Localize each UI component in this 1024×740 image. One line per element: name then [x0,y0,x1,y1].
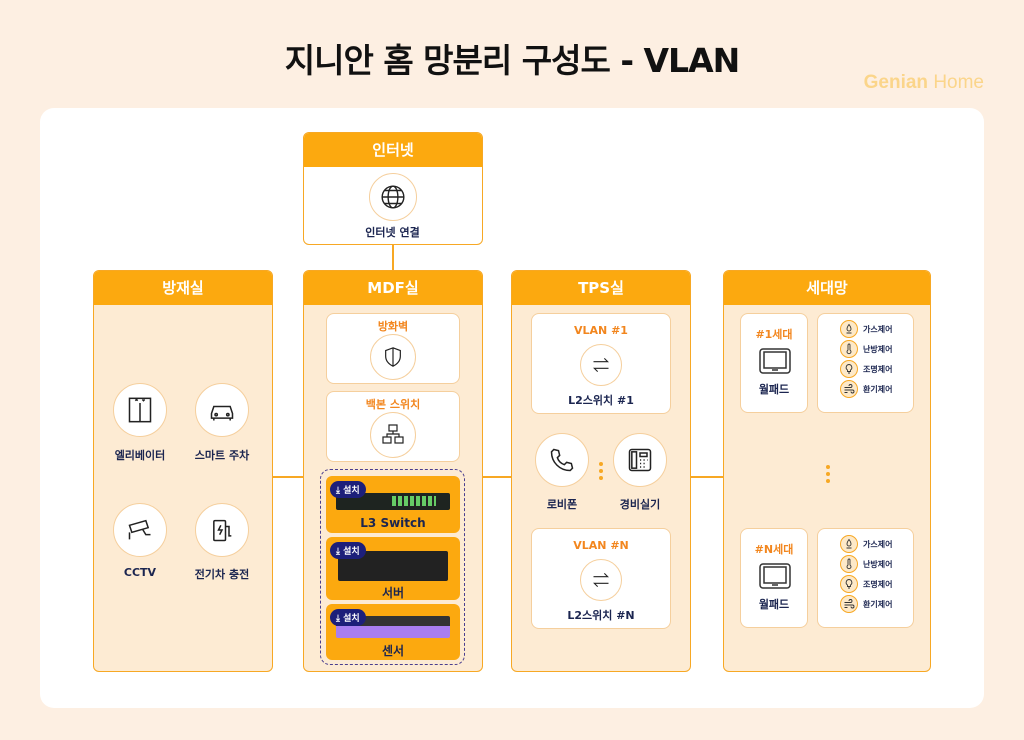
connector [691,476,723,478]
control-item: 환기제어 [840,594,913,614]
cctv-icon [113,503,167,557]
unit-box: #1세대 월패드 [740,313,808,413]
disaster-room-header: 방재실 [94,271,272,305]
l3-switch-image [336,493,450,510]
device-label: 서버 [381,586,405,600]
item-label: CCTV [123,566,157,579]
backbone-switch-title: 백본 스위치 [365,398,421,411]
car-icon [195,383,249,437]
thermometer-icon [840,555,858,573]
control-item: 난방제어 [840,339,913,359]
installed-devices-group [320,469,465,665]
vlan1-title: VLAN #1 [574,324,628,337]
shield-icon [370,334,416,380]
wind-icon [840,380,858,398]
phone-label: 경비실기 [619,498,661,511]
firewall-box: 방화벽 [326,313,460,384]
connector [392,245,394,271]
page-title: 지니안 홈 망분리 구성도 - VLAN [284,41,740,80]
control-item: 난방제어 [840,554,913,574]
internet-group: 인터넷 인터넷 연결 [303,132,483,245]
ev-charger-icon [195,503,249,557]
control-item: 가스제어 [840,319,913,339]
vlanN-box: VLAN #N L2스위치 #N [531,528,671,629]
phone-icon [535,433,589,487]
vlan1-label: L2스위치 #1 [568,394,634,407]
ellipsis-icon [826,465,830,483]
logo: Genian Home [863,72,984,93]
thermometer-icon [840,340,858,358]
wind-icon [840,595,858,613]
sensor-card: ⤓ 설치 센서 [326,604,460,660]
unit-title: #1세대 [755,328,793,341]
internet-header: 인터넷 [304,133,482,167]
switch-arrows-icon [580,344,622,386]
vlanN-title: VLAN #N [573,539,629,552]
firewall-title: 방화벽 [377,320,409,333]
l3-switch-card: ⤓ 설치 L3 Switch [326,476,460,533]
device-label: L3 Switch [360,516,426,530]
install-badge[interactable]: ⤓ 설치 [330,542,366,559]
item-label: 엘리베이터 [114,449,166,462]
phone-label: 로비폰 [546,498,578,511]
gas-icon [840,535,858,553]
item-label: 스마트 주차 [194,449,250,462]
unit-box: #N세대 월패드 [740,528,808,628]
install-badge[interactable]: ⤓ 설치 [330,609,366,626]
connector [273,476,303,478]
install-badge[interactable]: ⤓ 설치 [330,481,366,498]
control-item: 조명제어 [840,574,913,594]
item-label: 전기차 충전 [194,568,250,581]
device-label: 센서 [381,644,405,658]
control-item: 조명제어 [840,359,913,379]
unit-device-label: 월패드 [758,383,790,396]
backbone-switch-box: 백본 스위치 [326,391,460,462]
bulb-icon [840,360,858,378]
server-card: ⤓ 설치 서버 [326,537,460,600]
ellipsis-icon [599,462,603,480]
control-item: 가스제어 [840,534,913,554]
elevator-icon [113,383,167,437]
control-item: 환기제어 [840,379,913,399]
mdf-room-header: MDF실 [304,271,482,305]
disaster-room-column: 방재실 [93,270,273,672]
globe-icon [369,173,417,221]
desk-phone-icon [613,433,667,487]
network-icon [370,412,416,458]
wallpad-icon [759,348,791,378]
household-header: 세대망 [724,271,930,305]
bulb-icon [840,575,858,593]
gas-icon [840,320,858,338]
switch-arrows-icon [580,559,622,601]
connector [483,476,511,478]
unit-title: #N세대 [754,543,794,556]
tps-room-header: TPS실 [512,271,690,305]
unit-device-label: 월패드 [758,598,790,611]
internet-label: 인터넷 연결 [365,226,420,239]
vlan1-box: VLAN #1 L2스위치 #1 [531,313,671,414]
wallpad-icon [759,563,791,593]
vlanN-label: L2스위치 #N [567,609,635,622]
